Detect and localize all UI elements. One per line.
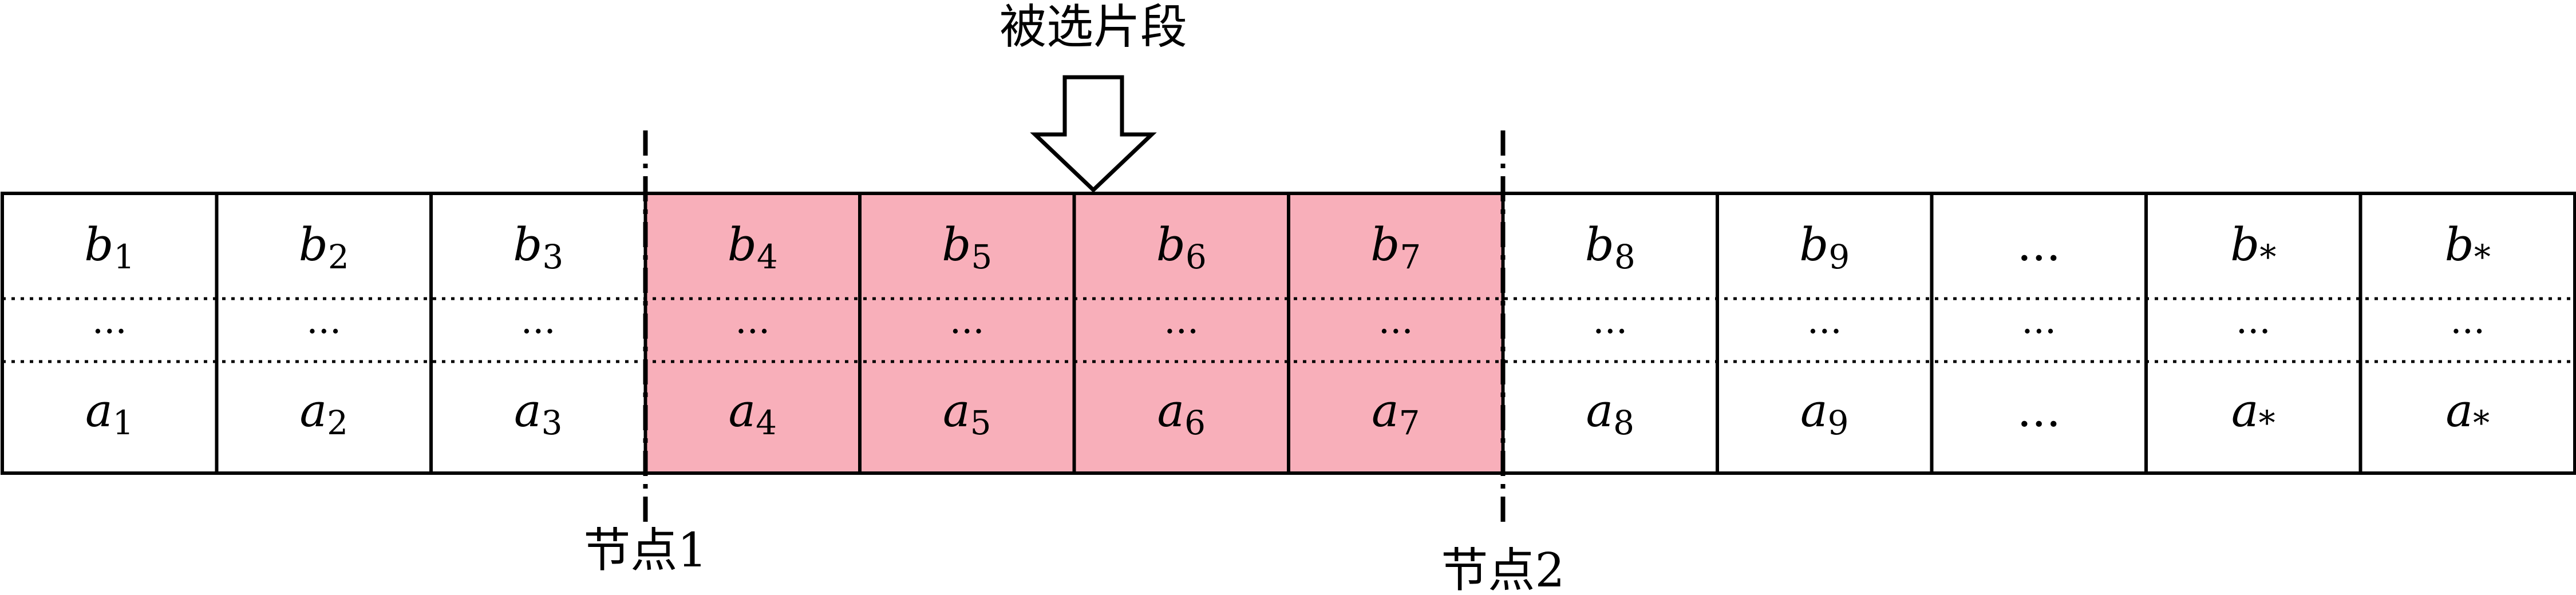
cell-mid-ellipsis: ... [1807,300,1842,342]
cell-b-label: b9 [1799,218,1850,276]
cell-a-label: a4 [728,384,777,442]
cell-box [858,192,1076,475]
cell-box [1501,192,1719,475]
gene-cell-6: b6... a6 [1072,192,1290,475]
cell-a-label: a9 [1800,384,1849,442]
cell-mid-ellipsis: ... [2450,300,2485,342]
cell-mid-ellipsis: ... [735,300,770,342]
cell-mid-ellipsis: ... [2021,300,2056,342]
cell-b-label: b7 [1370,218,1421,276]
cell-mid-ellipsis: ... [521,300,556,342]
cell-mid-ellipsis: ... [1593,300,1627,342]
cell-b-label: ... [2017,218,2061,271]
gene-cell-8: b8... a8 [1501,192,1719,475]
cell-box [215,192,433,475]
gene-cell-9: b9... a9 [1716,192,1934,475]
cell-box [429,192,647,475]
gene-cell-7: b7... a7 [1287,192,1505,475]
cell-mid-ellipsis: ... [2236,300,2271,342]
cell-box [2144,192,2362,475]
cell-a-label: a2 [299,384,348,442]
cell-b-label: b5 [942,218,992,276]
cell-b-label: b8 [1585,218,1635,276]
gene-cell-3: b3... a3 [429,192,647,475]
cell-b-label: b2 [299,218,349,276]
cell-box [1716,192,1934,475]
node-1-label: 节点1 [583,523,707,578]
cell-a-label: ... [2017,384,2061,437]
cell-b-label: b1 [84,218,135,276]
cells-layer: b1... a1 b2... a2 b3... a3 b4... a4 b5... a5 b6...… [1,192,2576,475]
node-lines-layer: 节点1 节点2 [583,130,1565,595]
cell-box [643,192,862,475]
cell-b-label: b6 [1156,218,1207,276]
cell-mid-ellipsis: ... [92,300,127,342]
selection-arrow-icon [1030,75,1157,193]
cell-a-label: a6 [1157,384,1206,442]
cell-box [1287,192,1505,475]
cell-mid-ellipsis: ... [1378,300,1413,342]
cell-b-label: b* [2445,218,2491,276]
gene-cell-12: b*... a* [2358,192,2576,475]
cell-mid-ellipsis: ... [950,300,985,342]
gene-cell-5: b5... a5 [858,192,1076,475]
node-2-label: 节点2 [1441,544,1564,595]
cell-box [1930,192,2148,475]
gene-cell-11: b*... a* [2144,192,2362,475]
cell-mid-ellipsis: ... [306,300,341,342]
cell-a-label: a3 [514,384,563,442]
gene-cell-1: b1... a1 [1,192,219,475]
gene-cell-10: ......... [1930,192,2148,475]
cell-b-label: b3 [513,218,563,276]
cell-box [1072,192,1290,475]
cell-box [2358,192,2576,475]
selected-segment-label: 被选片段 [999,0,1187,54]
cell-a-label: a1 [85,384,134,442]
cell-a-label: a* [2231,384,2275,442]
cell-b-label: b4 [728,218,778,276]
cell-a-label: a8 [1586,384,1634,442]
cell-mid-ellipsis: ... [1164,300,1199,342]
cell-a-label: a7 [1372,384,1420,442]
cell-a-label: a5 [943,384,991,442]
cell-box [1,192,219,475]
gene-cell-4: b4... a4 [643,192,862,475]
cell-b-label: b* [2230,218,2276,276]
cell-a-label: a* [2445,384,2490,442]
gene-cell-2: b2... a2 [215,192,433,475]
